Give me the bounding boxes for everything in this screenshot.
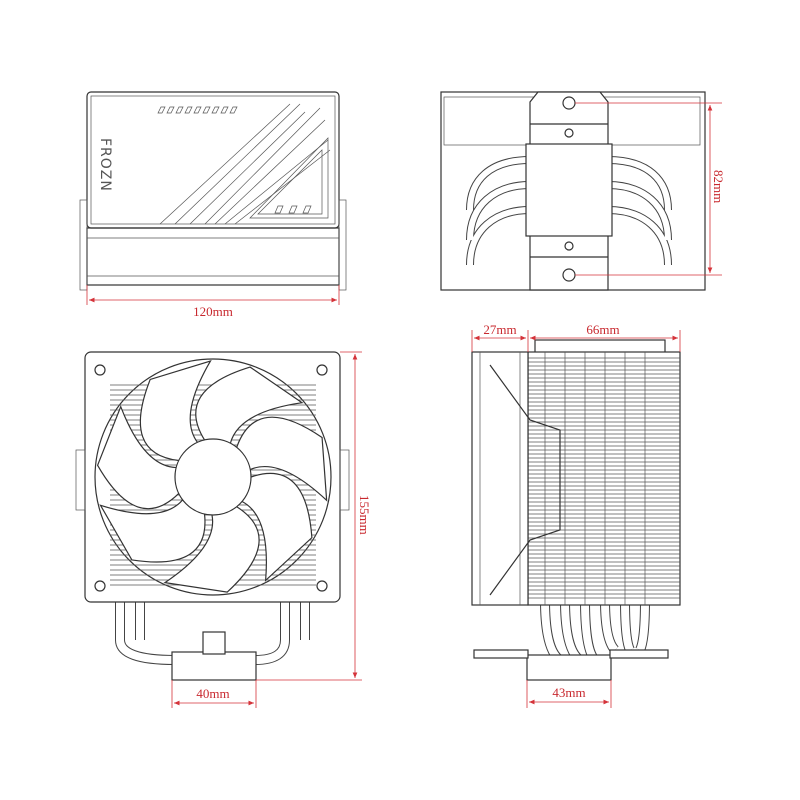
screw-icon xyxy=(562,268,576,282)
fan-shroud xyxy=(94,358,332,596)
front-view: 155mm 40mm xyxy=(75,351,372,708)
mounting-bar xyxy=(609,649,669,659)
dimension-label-width: 120mm xyxy=(193,304,233,319)
dimension-label-hole-spacing: 82mm xyxy=(711,170,726,203)
screw-icon xyxy=(564,128,574,138)
fan-clip xyxy=(75,449,86,511)
fan-blades xyxy=(96,360,328,593)
top-panel-inner-border xyxy=(90,95,336,225)
vent-slot xyxy=(220,106,229,114)
base-plate xyxy=(171,651,257,681)
fan-clip xyxy=(339,449,350,511)
fan-blade xyxy=(163,506,260,593)
fan-blade xyxy=(236,416,328,502)
heatpipe-fill xyxy=(116,600,309,664)
base-plate-side xyxy=(526,654,612,681)
fan-clip xyxy=(79,199,88,291)
vent-slot xyxy=(229,106,238,114)
fin-stack-band xyxy=(86,227,340,286)
vent-slots-small xyxy=(274,205,312,214)
side-view: 27mm 66mm 43mm xyxy=(471,322,681,708)
fan-clip xyxy=(338,199,347,291)
fan-blade xyxy=(241,472,313,582)
screw-icon xyxy=(564,241,574,251)
fan-blade xyxy=(99,499,206,563)
mounting-bar xyxy=(473,649,529,659)
screw-icon xyxy=(316,364,328,376)
top-view: FROZN 120mm xyxy=(79,91,347,319)
fan-blade xyxy=(96,405,180,510)
fan-side xyxy=(471,351,529,606)
cold-plate-block xyxy=(525,143,613,237)
stripe-lines xyxy=(159,103,331,225)
screw-icon xyxy=(562,96,576,110)
heatpipe-fill xyxy=(467,157,671,266)
fan-hub xyxy=(174,438,252,516)
vent-slot xyxy=(193,106,202,114)
fan-clip-wire xyxy=(489,364,561,596)
screw-icon xyxy=(316,580,328,592)
side-heatpipes xyxy=(540,599,650,665)
fan-blade xyxy=(195,366,304,444)
dimension-label-height: 155mm xyxy=(357,495,372,535)
screw-icon xyxy=(94,580,106,592)
vent-slot xyxy=(302,205,312,214)
vent-slot xyxy=(157,106,166,114)
screw-icon xyxy=(94,364,106,376)
front-heatpipes xyxy=(115,600,310,665)
vent-slot xyxy=(166,106,175,114)
diagonal-stripes xyxy=(159,103,331,225)
dimension-label-base-front: 40mm xyxy=(196,686,229,701)
fin-lines-side xyxy=(528,352,680,605)
vent-slot xyxy=(274,205,284,214)
top-panel xyxy=(86,91,340,229)
dimension-label-fin-depth: 66mm xyxy=(586,322,619,337)
vent-slots xyxy=(157,106,238,114)
stripe-triangle xyxy=(249,137,329,219)
dimension-label-base-side: 43mm xyxy=(552,685,585,700)
brand-logo: FROZN xyxy=(97,138,113,192)
heatpipes-curved xyxy=(466,156,672,266)
heatpipe-fill xyxy=(541,599,649,664)
fan-blade xyxy=(139,360,212,462)
vent-slot xyxy=(211,106,220,114)
vent-slot xyxy=(288,205,298,214)
dimension-label-fan-depth: 27mm xyxy=(483,322,516,337)
vent-slot xyxy=(175,106,184,114)
vent-slot xyxy=(202,106,211,114)
mounting-spring xyxy=(202,631,226,655)
mount-view: 82mm xyxy=(440,91,726,291)
vent-slot xyxy=(184,106,193,114)
